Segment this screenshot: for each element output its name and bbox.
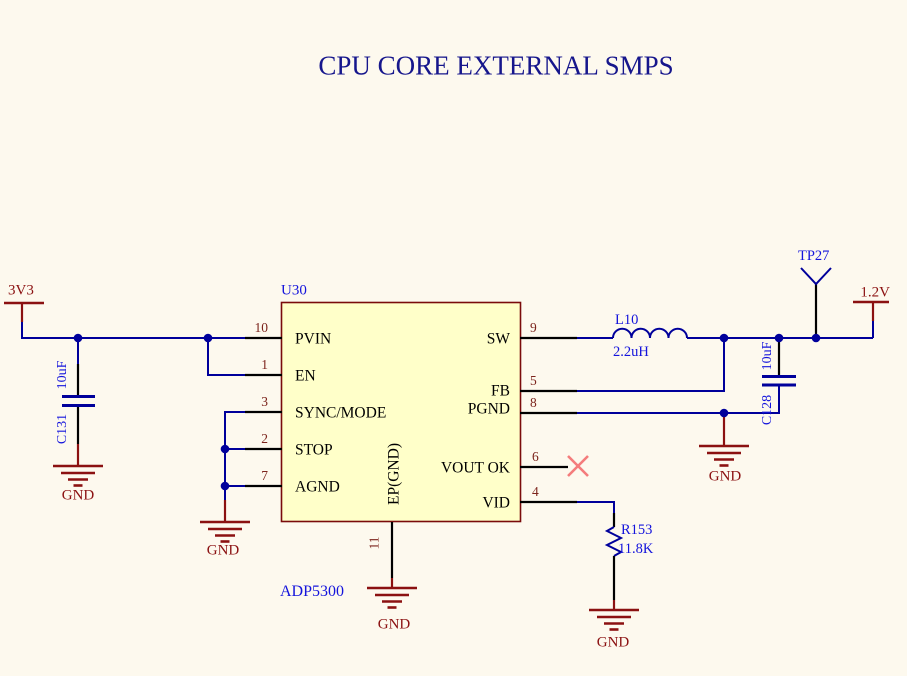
pin-name-fb: FB bbox=[491, 382, 510, 400]
net-label-1v2: 1.2V bbox=[860, 284, 890, 301]
ground-symbol-c131 bbox=[51, 464, 105, 487]
pin-name-stop: STOP bbox=[295, 441, 333, 459]
c128-designator: C128 bbox=[760, 394, 775, 426]
junction-dot bbox=[719, 408, 729, 418]
ic-body bbox=[280, 301, 522, 523]
pin-name-agnd: AGND bbox=[295, 478, 340, 496]
pin-name-sync-mode: SYNC/MODE bbox=[295, 404, 387, 422]
l10-designator: L10 bbox=[615, 311, 639, 328]
wire-sync-chain bbox=[224, 411, 246, 500]
ground-symbol-pgnd bbox=[697, 444, 751, 467]
junction-dot bbox=[774, 333, 784, 343]
ground-symbol-r153 bbox=[587, 608, 641, 631]
r153-zigzag bbox=[604, 526, 624, 557]
c131-value: 10uF bbox=[55, 360, 70, 390]
l10-value: 2.2uH bbox=[613, 343, 649, 360]
r153-value: 11.8K bbox=[618, 540, 654, 557]
pin-name-vout-ok: VOUT OK bbox=[440, 459, 510, 477]
ic-designator: U30 bbox=[281, 282, 307, 299]
gnd-label-agnd: GND bbox=[206, 542, 240, 559]
pin-number-vout-ok: 6 bbox=[532, 449, 539, 464]
pin-number-sw: 9 bbox=[530, 320, 537, 335]
no-connect-x bbox=[567, 455, 589, 477]
pin-name-en: EN bbox=[295, 367, 316, 385]
resistor-r153 bbox=[604, 513, 624, 610]
gnd-label-c131: GND bbox=[61, 487, 95, 504]
junction-dot bbox=[719, 333, 729, 343]
gnd-label-ep: GND bbox=[377, 616, 411, 633]
pin-name-vid: VID bbox=[482, 494, 510, 512]
junction-dot bbox=[220, 481, 230, 491]
pin-number-stop: 2 bbox=[261, 431, 268, 446]
net-label-3v3: 3V3 bbox=[8, 282, 34, 299]
ground-symbol-ep bbox=[365, 586, 419, 609]
tp27-designator: TP27 bbox=[798, 247, 830, 264]
junction-dot bbox=[811, 333, 821, 343]
pin-name-ep-gnd: EP(GND) bbox=[385, 443, 403, 505]
schematic-title: CPU CORE EXTERNAL SMPS bbox=[318, 50, 674, 81]
pin-number-pgnd: 8 bbox=[530, 395, 537, 410]
pin-name-pgnd: PGND bbox=[467, 400, 510, 418]
wire-fb-sense bbox=[577, 337, 725, 392]
pin-name-pvin: PVIN bbox=[295, 330, 332, 348]
power-port-1v2 bbox=[853, 300, 889, 338]
ic-part-number: ADP5300 bbox=[280, 583, 345, 600]
pin-number-en: 1 bbox=[261, 357, 268, 372]
pin-number-fb: 5 bbox=[530, 373, 537, 388]
junction-dot bbox=[203, 333, 213, 343]
capacitor-c128 bbox=[762, 339, 796, 414]
gnd-label-pgnd: GND bbox=[708, 468, 742, 485]
junction-dot bbox=[73, 333, 83, 343]
c131-designator: C131 bbox=[55, 413, 70, 445]
junction-dot bbox=[220, 444, 230, 454]
power-port-3v3 bbox=[4, 301, 44, 322]
gnd-label-r153: GND bbox=[596, 634, 630, 651]
pin-number-pvin: 10 bbox=[254, 320, 269, 335]
pin-number-vid: 4 bbox=[532, 484, 539, 499]
pin-number-ep: 11 bbox=[366, 536, 382, 550]
c128-value: 10uF bbox=[760, 341, 775, 371]
ground-symbol-agnd bbox=[198, 520, 252, 543]
tp27-fork bbox=[800, 267, 832, 286]
pin-number-sync-mode: 3 bbox=[261, 394, 268, 409]
test-point-tp27 bbox=[800, 267, 832, 338]
pin-number-agnd: 7 bbox=[261, 468, 268, 483]
wire-vid bbox=[577, 501, 615, 513]
pin-name-sw: SW bbox=[486, 330, 510, 348]
inductor-l10-coil bbox=[612, 327, 688, 339]
capacitor-c131 bbox=[62, 338, 95, 466]
r153-designator: R153 bbox=[621, 521, 653, 538]
wire-en-branch bbox=[207, 338, 246, 376]
wire-3v3-rail bbox=[21, 322, 246, 339]
